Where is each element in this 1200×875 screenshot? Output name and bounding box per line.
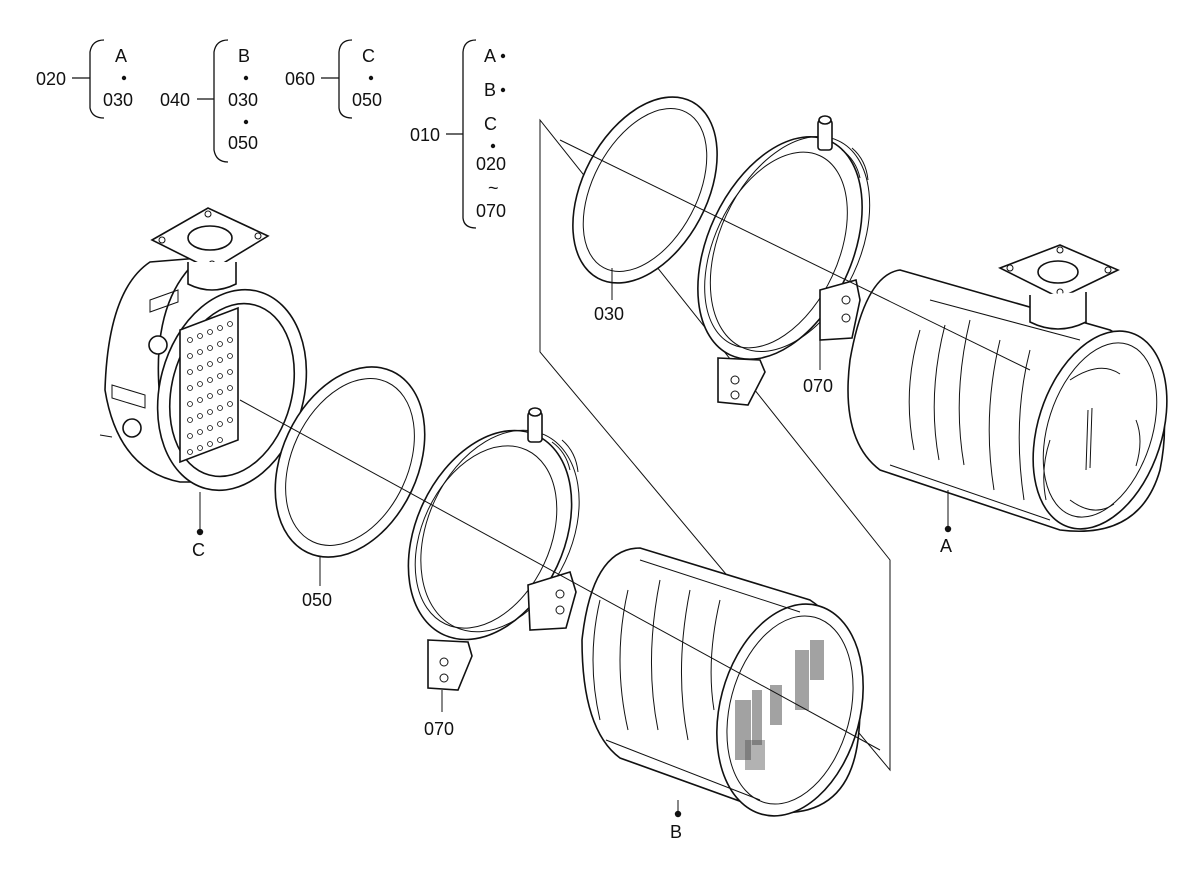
callout-070-lower: 070	[424, 719, 454, 739]
callout-030: 030	[594, 304, 624, 324]
gasket-ring-050	[274, 366, 426, 586]
bom-010-item-c: C	[484, 114, 497, 134]
bom-010-code: 010	[410, 125, 440, 145]
bom-060-code: 060	[285, 69, 315, 89]
band-clamp-lower	[407, 407, 580, 712]
callout-c: C	[192, 540, 205, 560]
filter-mesh-pattern	[735, 640, 824, 770]
inlet-housing-c	[99, 207, 308, 536]
bom-040-item-050: 050	[228, 133, 258, 153]
bom-010-item-a: A	[484, 46, 496, 66]
bom-020-item-030: 030	[103, 90, 133, 110]
perforation-holes	[187, 321, 233, 455]
bom-060-item-050: 050	[352, 90, 382, 110]
bom-group-020: 020 A 030	[36, 39, 133, 119]
callout-070-upper: 070	[803, 376, 833, 396]
bom-010-item-range: ~	[488, 178, 499, 198]
filter-cartridge-b	[581, 547, 864, 818]
bom-group-010: 010 A B C 020 ~ 070	[410, 39, 506, 229]
bom-020-code: 020	[36, 69, 66, 89]
canister-assembly-a	[847, 244, 1168, 533]
bom-010-item-020: 020	[476, 154, 506, 174]
bom-040-item-b: B	[238, 46, 250, 66]
assembly-boundary-frame	[539, 118, 891, 772]
bom-040-code: 040	[160, 90, 190, 110]
callout-a: A	[940, 536, 952, 556]
gasket-ring-030	[572, 96, 718, 300]
bom-060-item-c: C	[362, 46, 375, 66]
lower-assembly-axis	[239, 399, 881, 751]
bom-group-060: 060 C 050	[285, 39, 382, 119]
bom-010-item-070: 070	[476, 201, 506, 221]
bom-010-item-b: B	[484, 80, 496, 100]
bom-020-item-a: A	[115, 46, 127, 66]
callout-b: B	[670, 822, 682, 842]
bom-040-item-030: 030	[228, 90, 258, 110]
callout-050: 050	[302, 590, 332, 610]
upper-assembly-axis	[559, 139, 1031, 371]
bom-group-040: 040 B 030 050	[160, 39, 258, 163]
